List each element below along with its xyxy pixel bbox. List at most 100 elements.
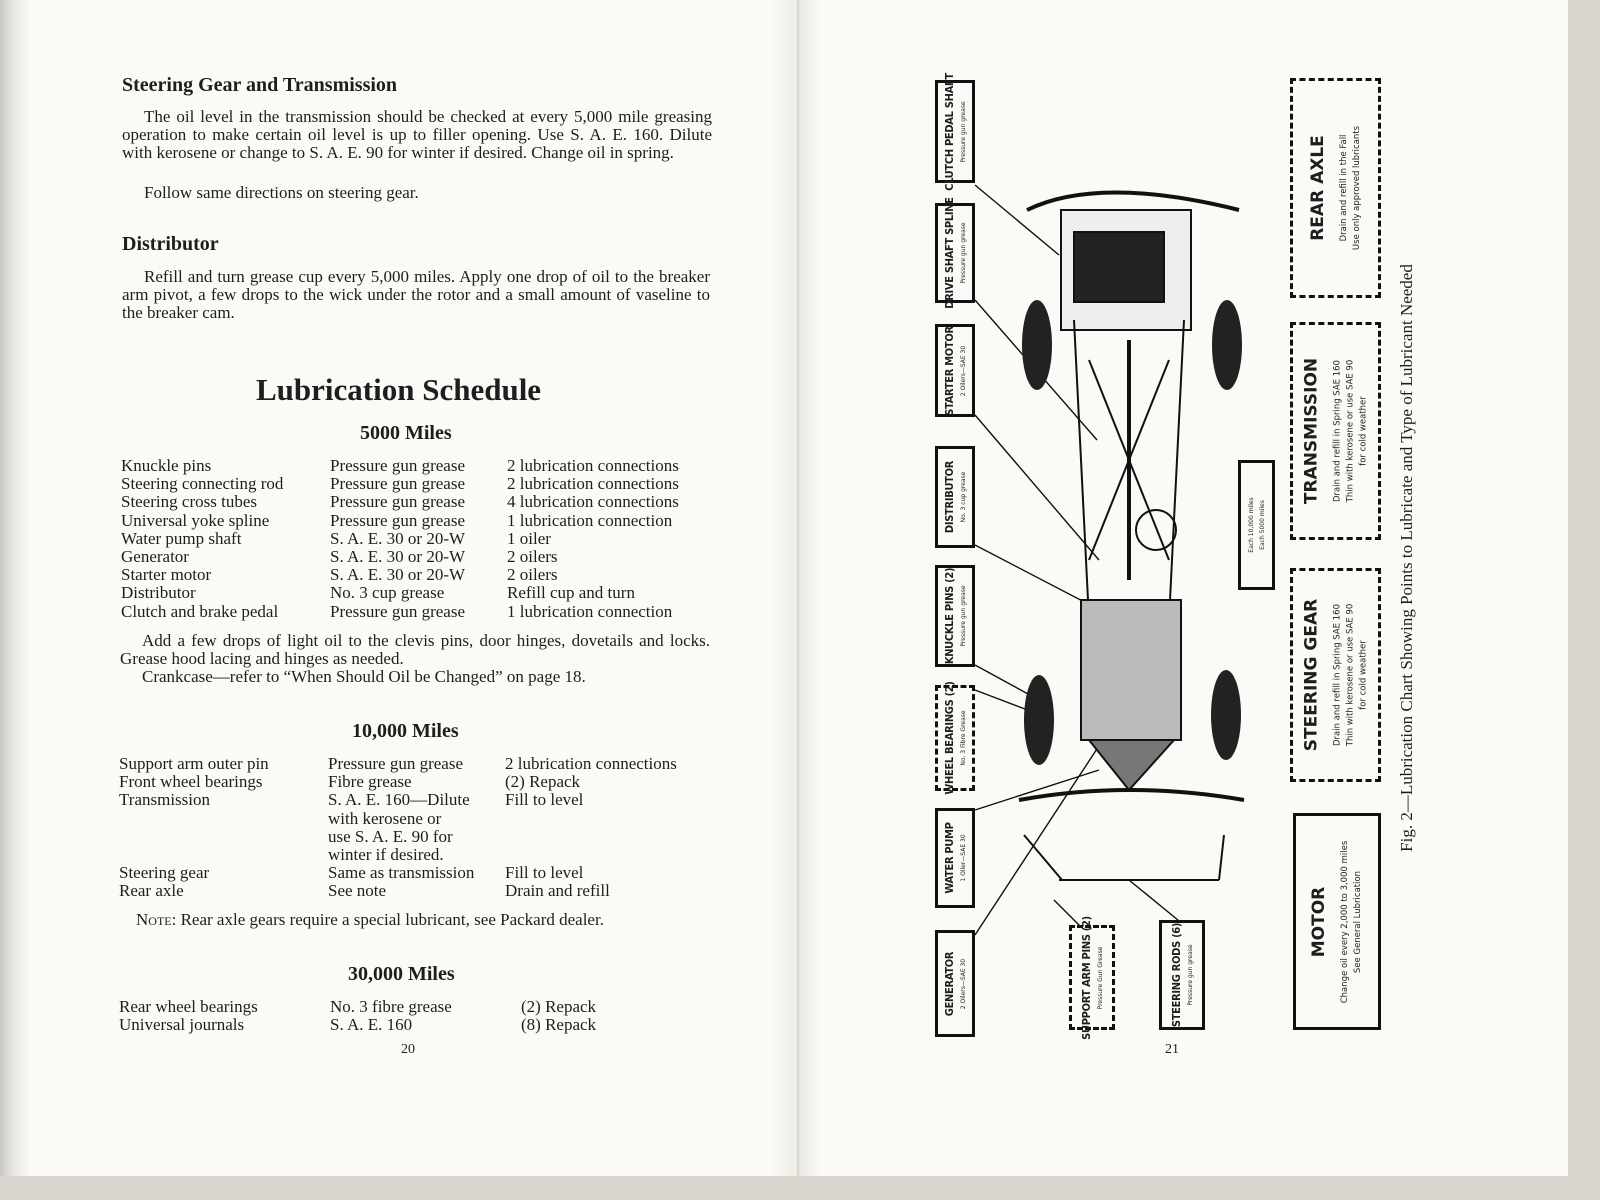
note-crankcase: Crankcase—refer to “When Should Oil be C… (142, 667, 586, 686)
panel-line: for cold weather (1358, 396, 1368, 466)
distributor-para: Refill and turn grease cup every 5,000 m… (122, 267, 710, 323)
label-sub: 2 Oilers—SAE 30 (960, 345, 967, 396)
left-page: Steering Gear and Transmission The oil l… (0, 0, 797, 1176)
item-cell: Front wheel bearings (119, 772, 263, 792)
label-title: STARTER MOTOR (943, 325, 956, 416)
lubricant-cell: Pressure gun grease (330, 474, 466, 494)
lubricant-cell: Fibre grease (328, 772, 412, 792)
lubrication-point-label: CLUTCH PEDAL SHAFT Pressure gun grease (935, 73, 975, 190)
label-sub: No. 3 cup grease (960, 471, 967, 523)
panel-line: See General Lubrication (1353, 870, 1363, 973)
lubrication-point-label: DRIVE SHAFT SPLINE Pressure gun grease (935, 197, 975, 309)
panel-line: Change oil every 2,000 to 3,000 miles (1340, 840, 1350, 1003)
label-title: CLUTCH PEDAL SHAFT (943, 72, 956, 191)
instruction-cell: 1 lubrication connection (507, 510, 673, 530)
item-cell: Steering cross tubes (121, 492, 257, 512)
instruction-cell: 2 oilers (507, 565, 558, 585)
lubrication-point-label: STEERING RODS (6) Pressure gun grease (1159, 920, 1205, 1030)
label-title: KNUCKLE PINS (2) (943, 567, 956, 665)
item-cell: Steering gear (119, 863, 210, 883)
panel-line: Drain and refill in Spring SAE 160 (1332, 360, 1342, 502)
lubricant-cell: Pressure gun grease (330, 510, 466, 530)
label-sub: Pressure gun grease (960, 100, 967, 163)
panel-line: Drain and refill in Spring SAE 160 (1332, 604, 1342, 746)
label-title: WATER PUMP (943, 822, 956, 894)
instruction-cell: (2) Repack (505, 772, 581, 792)
item-cell: Steering connecting rod (121, 474, 284, 494)
instruction-cell: 2 lubrication connections (507, 474, 679, 494)
schedule-title: Lubrication Schedule (256, 372, 542, 407)
panel-line: Use only approved lubricants (1351, 125, 1362, 251)
instruction-cell: 2 lubrication connections (505, 754, 677, 773)
instruction-cell: 1 oiler (507, 528, 551, 548)
instruction-cell: (8) Repack (521, 1015, 597, 1035)
lubricant-cell: S. A. E. 160 (330, 1015, 413, 1035)
label-sub: 1 Oiler—SAE 30 (960, 834, 967, 882)
legend-solid: Each 5000 miles (1258, 500, 1266, 550)
lubricant-cell: Pressure gun grease (330, 456, 466, 475)
instruction-cell: 2 lubrication connections (507, 456, 679, 475)
steering-para2: Follow same directions on steering gear. (144, 183, 419, 202)
lubricant-cell: S. A. E. 30 or 20-W (330, 528, 466, 548)
label-sub: Pressure gun grease (960, 222, 967, 284)
panel-line: Drain and refill in the Fall (1338, 134, 1349, 242)
instruction-cell: Drain and refill (505, 881, 610, 901)
note-rear-axle: Note: Rear axle gears require a special … (136, 910, 604, 929)
item-cell: Rear axle (119, 881, 184, 901)
lubricant-cell: with kerosene or (328, 808, 442, 828)
item-cell: Transmission (119, 790, 211, 810)
lubricant-cell: S. A. E. 30 or 20-W (330, 565, 466, 585)
distributor-heading: Distributor (122, 233, 219, 255)
section-30000-title: 30,000 Miles (348, 963, 455, 985)
item-cell: Support arm outer pin (119, 754, 269, 773)
lubricant-cell: Same as transmission (328, 863, 475, 883)
instruction-cell: Fill to level (505, 790, 584, 810)
label-title: STEERING RODS (6) (1170, 922, 1183, 1028)
note-clevis: Add a few drops of light oil to the clev… (120, 631, 710, 669)
item-cell: Starter motor (121, 565, 212, 585)
item-cell: Generator (121, 547, 189, 566)
page-number-20: 20 (401, 1042, 415, 1057)
label-sub: Pressure gun grease (1187, 944, 1194, 1006)
panel-title: REAR AXLE (1307, 135, 1328, 241)
lubricant-panel: MOTOR Change oil every 2,000 to 3,000 mil… (1293, 813, 1381, 1030)
figure-caption-wrap: Fig. 2—Lubrication Chart Showing Points … (1396, 230, 1418, 885)
panel-title: STEERING GEAR (1301, 598, 1321, 752)
label-sub: 2 Oilers—SAE 30 (960, 958, 967, 1009)
panel-title: TRANSMISSION (1301, 357, 1321, 505)
instruction-cell: 1 lubrication connection (507, 601, 673, 621)
lubricant-panel: TRANSMISSION Drain and refill in Spring S… (1290, 322, 1381, 540)
lubricant-cell: No. 3 fibre grease (330, 997, 452, 1016)
label-sub: Pressure gun grease (960, 585, 967, 647)
item-cell: Distributor (121, 583, 196, 603)
label-title: DISTRIBUTOR (943, 460, 956, 534)
lubricant-cell: use S. A. E. 90 for (328, 826, 453, 846)
item-cell: Knuckle pins (121, 456, 212, 475)
panel-line: for cold weather (1358, 640, 1368, 710)
panel-title: MOTOR (1309, 886, 1329, 957)
item-cell: Rear wheel bearings (119, 997, 258, 1016)
label-title: GENERATOR (943, 951, 956, 1016)
instruction-cell: 4 lubrication connections (507, 492, 679, 512)
note-label: Note (136, 910, 172, 929)
steering-heading: Steering Gear and Transmission (122, 74, 398, 96)
legend-box: Each 10,000 miles Each 5000 miles (1238, 460, 1275, 590)
page-number-21: 21 (1165, 1042, 1179, 1057)
label-title: DRIVE SHAFT SPLINE (943, 197, 956, 309)
lubrication-point-label: STARTER MOTOR 2 Oilers—SAE 30 (935, 324, 975, 417)
legend-dashed: Each 10,000 miles (1247, 497, 1255, 553)
lubrication-point-label: DISTRIBUTOR No. 3 cup grease (935, 446, 975, 548)
label-sub: No. 3 Fibre Grease (960, 710, 967, 766)
lubricant-cell: winter if desired. (328, 845, 444, 864)
wheels (1022, 300, 1242, 765)
lubricant-cell: Pressure gun grease (328, 754, 464, 773)
steering-para: The oil level in the transmission should… (122, 107, 712, 163)
lubricant-cell: S. A. E. 160—Dilute (328, 790, 470, 810)
lubrication-point-label: WATER PUMP 1 Oiler—SAE 30 (935, 808, 975, 908)
lubricant-panel: STEERING GEAR Drain and refill in Spring … (1290, 568, 1381, 782)
note-text: : Rear axle gears require a special lubr… (171, 910, 604, 929)
section-5000-title: 5000 Miles (360, 422, 452, 444)
lubrication-point-label: GENERATOR 2 Oilers—SAE 30 (935, 930, 975, 1037)
